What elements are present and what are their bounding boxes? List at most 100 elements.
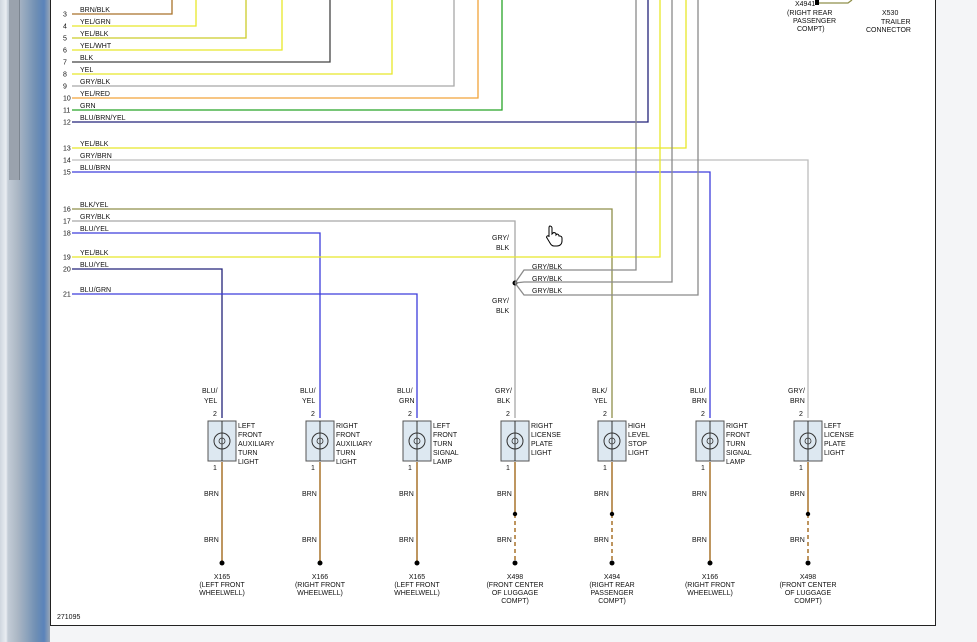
component-1-ground-label-1: BRN [204,491,219,498]
component-3-ground-name-3: WHEELWELL) [394,590,440,597]
component-2-ground-name-3: WHEELWELL) [297,590,343,597]
row-16-number: 16 [63,207,71,214]
component-1-wire-label-1: BLU/ [202,388,218,395]
component-1-name-line-1: LEFT [238,423,256,430]
splice-lower-label-2: BLK [496,308,510,315]
row-20-wire-label: BLU/YEL [80,262,109,269]
x530-label: X530 [882,10,898,17]
row-7-wire [72,0,331,63]
component-1-pin-bottom: 1 [213,465,217,472]
component-4-bulb-icon [506,432,524,450]
splice-branch-label-3: GRY/BLK [532,288,563,295]
figure-id: 271095 [57,614,80,621]
row-9-wire-label: GRY/BLK [80,79,111,86]
row-12-number: 12 [63,120,71,127]
row-16-wire-label: BLK/YEL [80,202,109,209]
vertical-scrollbar-thumb[interactable] [9,0,20,180]
component-5-name-line-2: LEVEL [628,432,650,439]
component-7-name-line-1: LEFT [824,423,842,430]
component-3-name-line-3: TURN [433,441,452,448]
window-left-frame [0,0,50,642]
component-2-ground-label-1: BRN [302,491,317,498]
component-6-ground-name-1: X166 [702,574,718,581]
row-14-wire-label: GRY/BRN [80,153,112,160]
row-13-number: 13 [63,146,71,153]
splice-branch-label-1: GRY/BLK [532,264,563,271]
component-5-ground-name-3: PASSENGER [590,590,633,597]
row-7-wire-label: BLK [80,55,94,62]
component-5-name-line-3: STOP [628,441,647,448]
row-5-wire-label: YEL/BLK [80,31,109,38]
component-5-ground-name-1: X494 [604,574,620,581]
component-5-bulb-filament [608,437,616,445]
x4941-trailer-wire [817,0,853,4]
wiring-diagram-page [50,0,936,626]
splice-upper-label-1: GRY/ [492,235,509,242]
component-3-name-line-2: FRONT [433,432,458,439]
component-5-ground-splice [609,511,615,517]
component-2-name-line-5: LIGHT [336,459,357,466]
splice-branch-3 [514,0,699,296]
row-10-wire-label: YEL/RED [80,91,110,98]
component-7-name-line-4: LIGHT [824,450,845,457]
splice-branch-label-2: GRY/BLK [532,276,563,283]
row-6-wire-label: YEL/WHT [80,43,112,50]
row-15-wire [72,171,711,418]
component-4-wire-label-2: BLK [497,398,511,405]
row-8-wire [72,0,393,75]
component-7-wire-label-2: BRN [790,398,805,405]
row-11-number: 11 [63,108,70,115]
component-3-ground-point [414,560,420,566]
row-7-number: 7 [63,60,67,67]
component-6-bulb-filament [706,437,714,445]
component-1-pin-top: 2 [213,411,217,418]
splice-branch-2 [514,0,673,284]
component-4-name-line-3: PLATE [531,441,553,448]
component-4-name-line-1: RIGHT [531,423,554,430]
component-4-ground-label-2: BRN [497,537,512,544]
row-12-wire-label: BLU/BRN/YEL [80,115,126,122]
row-15-number: 15 [63,170,71,177]
hand-cursor-shape [546,225,563,247]
row-21-wire [72,293,418,418]
x4941-pin [815,0,819,5]
row-11-wire-label: GRN [80,103,96,110]
x530-desc-2: CONNECTOR [866,27,911,34]
component-3-wire-label-1: BLU/ [397,388,413,395]
component-1-name-line-2: FRONT [238,432,263,439]
component-5-ground-name-4: COMPT) [598,598,626,605]
row-5-number: 5 [63,36,67,43]
component-4-ground-label-1: BRN [497,491,512,498]
component-5-wire-label-2: YEL [594,398,607,405]
row-11-wire [72,0,503,111]
component-5-name-line-4: LIGHT [628,450,649,457]
component-3-ground-name-1: X165 [409,574,425,581]
component-1-ground-name-2: (LEFT FRONT [199,582,245,589]
hand-cursor-icon [546,225,563,247]
row-16-wire [72,208,613,418]
component-3-bulb-filament [413,437,421,445]
row-21-wire-label: BLU/GRN [80,287,111,294]
component-4-pin-bottom: 1 [506,465,510,472]
row-14-number: 14 [63,158,71,165]
component-5-ground-name-2: (RIGHT REAR [589,582,634,589]
component-5-name-line-1: HIGH [628,423,646,430]
component-6-wire-label-2: BRN [692,398,707,405]
component-3-name-line-1: LEFT [433,423,451,430]
x4941-desc-3: COMPT) [797,26,825,33]
x4941-label: X4941 [795,1,815,8]
component-4-name-line-4: LIGHT [531,450,552,457]
component-6-wire-label-1: BLU/ [690,388,706,395]
row-10-wire [72,0,479,99]
component-2-bulb-filament [316,437,324,445]
component-1-wire-label-2: YEL [204,398,217,405]
component-6-ground-name-2: (RIGHT FRONT [685,582,736,589]
component-2-name-line-2: FRONT [336,432,361,439]
row-8-wire-label: YEL [80,67,93,74]
component-3-pin-top: 2 [408,411,412,418]
row-13-wire [72,0,687,149]
component-1-ground-label-2: BRN [204,537,219,544]
component-2-name-line-3: AUXILIARY [336,441,373,448]
component-3-ground-label-1: BRN [399,491,414,498]
